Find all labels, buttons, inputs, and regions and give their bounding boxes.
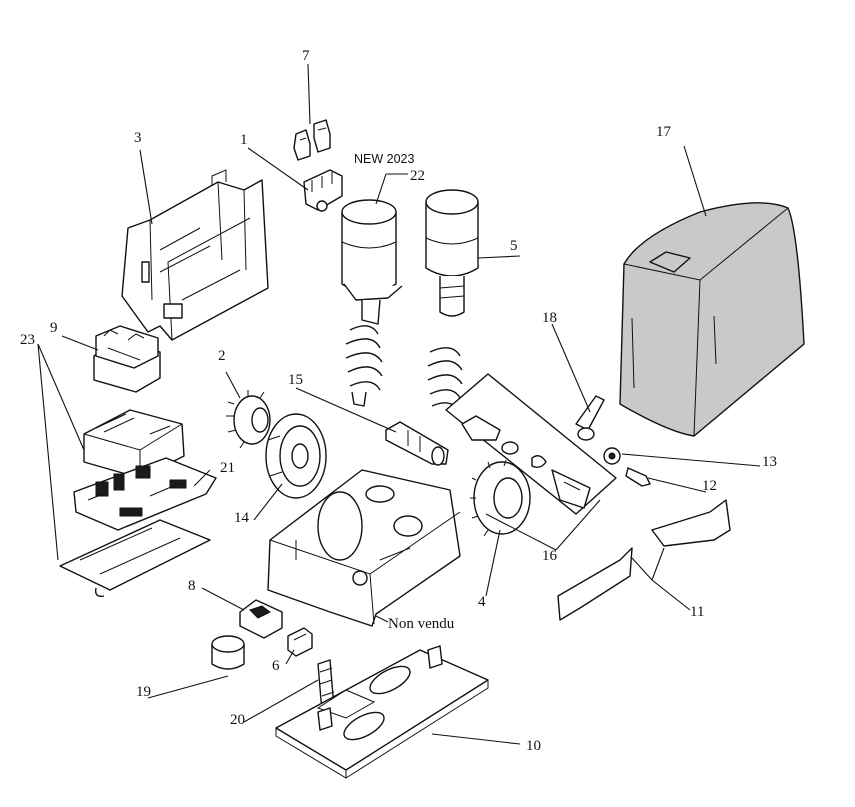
- part-17-cover: [619, 202, 805, 437]
- part-19-capacitor: [211, 635, 245, 670]
- part-4-main-gear: [470, 459, 531, 537]
- part-18-release-lever: [575, 395, 605, 441]
- callout-21: 21: [220, 460, 235, 476]
- part-10-base-plate: [275, 645, 489, 779]
- callout-12: 12: [702, 478, 717, 494]
- part-5-motor: [425, 189, 479, 411]
- callout-15: 15: [288, 372, 303, 388]
- part-9-transformer: [93, 325, 161, 393]
- part-23-base-plate: [59, 519, 211, 598]
- callout-16: 16: [542, 548, 558, 564]
- part-16-limit-switch-kit: [445, 373, 617, 515]
- callout-9: 9: [50, 320, 58, 336]
- callout-3: 3: [134, 130, 142, 146]
- part-12-key: [625, 467, 651, 487]
- callout-1: 1: [240, 132, 248, 148]
- part-6-connector: [287, 627, 313, 657]
- callout-17: 17: [656, 124, 672, 140]
- callout-18: 18: [542, 310, 557, 326]
- callout-20: 20: [230, 712, 245, 728]
- callout-5: 5: [510, 238, 518, 254]
- callout-7: 7: [302, 48, 310, 64]
- callout-6: 6: [272, 658, 280, 674]
- note-new-2023: NEW 2023: [354, 152, 414, 166]
- part-14-flange: [265, 413, 327, 499]
- part-1-terminal-block: [303, 169, 343, 212]
- part-2-pinion-gear: [226, 390, 271, 449]
- part-21-circuit-board: [73, 457, 217, 531]
- part-22-motor-2023: [341, 199, 403, 407]
- part-8-relay: [239, 599, 283, 639]
- part-7-connector-plugs: [293, 119, 331, 161]
- part-11-mounting-brackets: [557, 499, 731, 621]
- callout-23: 23: [20, 332, 35, 348]
- callout-14: 14: [234, 510, 250, 526]
- note-non-vendu: Non vendu: [388, 616, 455, 632]
- gearbox-housing-not-sold: [267, 469, 461, 627]
- callout-labels: 7 1 3 NEW 2023 22 5 17 9 23 2 15 18 13 1…: [20, 48, 777, 754]
- callout-19: 19: [136, 684, 151, 700]
- callout-10: 10: [526, 738, 541, 754]
- callout-2: 2: [218, 348, 226, 364]
- callout-13: 13: [762, 454, 777, 470]
- callout-11: 11: [690, 604, 704, 620]
- callout-8: 8: [188, 578, 196, 594]
- part-13-key-cylinder: [603, 447, 621, 465]
- callout-22: 22: [410, 168, 425, 184]
- part-15-output-shaft: [385, 421, 449, 466]
- part-3-chassis-frame: [121, 169, 269, 341]
- callout-4: 4: [478, 594, 486, 610]
- leader-lines: [37, 63, 761, 745]
